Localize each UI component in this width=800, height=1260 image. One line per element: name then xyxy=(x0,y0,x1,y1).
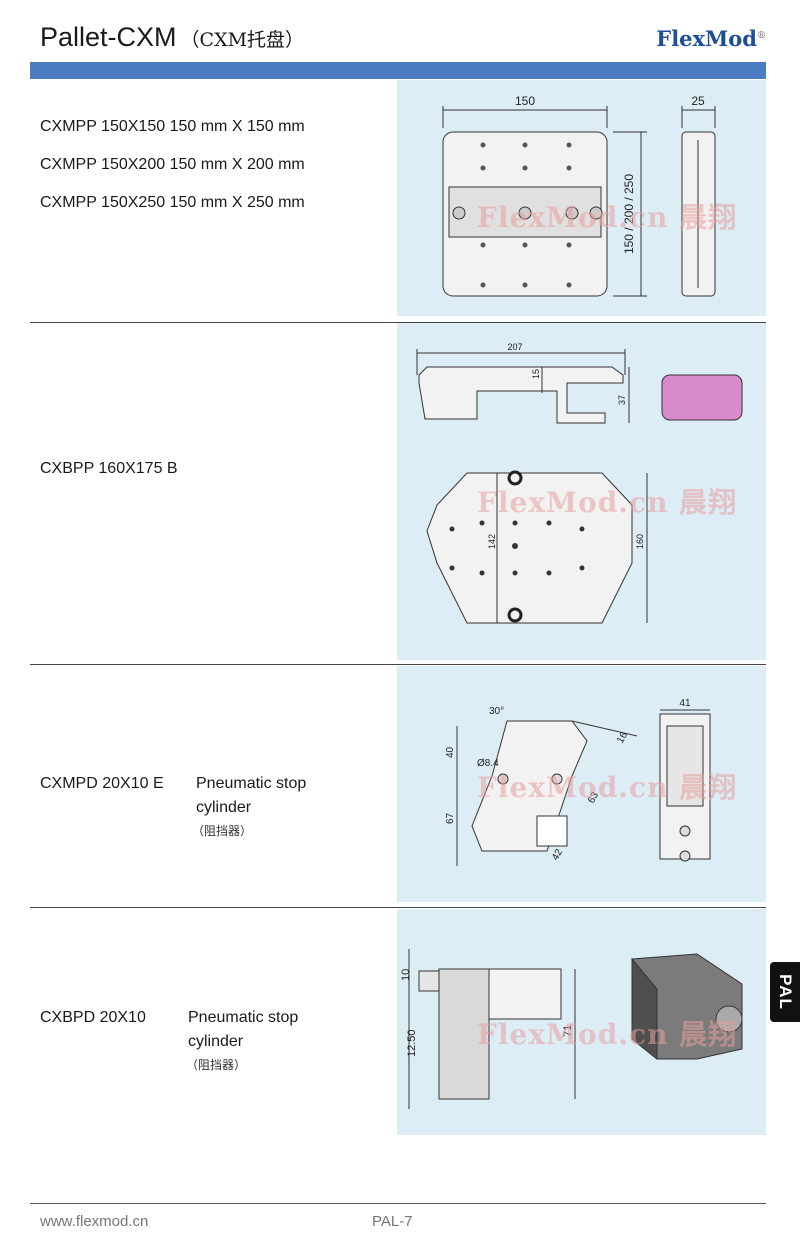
size-label: 150 mm X 250 mm xyxy=(169,194,305,211)
dim-angle-label: 30° xyxy=(489,706,504,717)
drawing-panel-cxmpd: 30° 40 Ø8.4 67 16 63 42 41 FlexMod.cn 晨翔 xyxy=(397,666,766,902)
dim-h1-label: 15 xyxy=(531,369,541,379)
dim-dia-label: Ø8.4 xyxy=(477,758,499,769)
model-label: CXMPP 150X250 xyxy=(40,194,166,211)
footer-url: www.flexmod.cn xyxy=(40,1213,149,1230)
model-label: CXBPD 20X10 xyxy=(40,1009,146,1026)
desc-label: Pneumatic stop xyxy=(188,1009,299,1026)
watermark: FlexMod.cn 晨翔 xyxy=(477,1018,738,1051)
dim-d-label: 63 xyxy=(586,790,601,806)
dim-length-label: 207 xyxy=(507,342,522,352)
header-band xyxy=(30,62,766,79)
dim-c-label: 71 xyxy=(562,1025,574,1037)
model-label: CXMPD 20X10 E xyxy=(40,775,164,792)
desc-label: Pneumatic stop xyxy=(196,775,307,792)
logo-mark: ® xyxy=(757,31,766,41)
title-cn: （CXM托盘） xyxy=(180,29,305,51)
drawing-panel-cxmpp: 150 25 150 / 200 / 250 FlexMod.cn 晨翔 xyxy=(397,80,766,316)
title-en: Pallet-CXM xyxy=(40,22,177,52)
cxmpd-drawing: 30° 40 Ø8.4 67 16 63 42 41 xyxy=(445,698,711,866)
size-label: 150 mm X 150 mm xyxy=(169,118,305,135)
desc-cn-label: （阻挡器） xyxy=(192,824,253,838)
item-cxmpp-150x200: CXMPP 150X200 150 mm X 200 mm xyxy=(40,156,305,174)
logo-text: FlexMod xyxy=(656,26,757,51)
watermark: FlexMod.cn 晨翔 xyxy=(477,201,738,234)
dim-a-label: 10 xyxy=(400,969,412,981)
cxmpp-drawing: 150 25 150 / 200 / 250 xyxy=(442,94,716,297)
section-divider xyxy=(30,907,766,908)
dim-height-label: 150 / 200 / 250 xyxy=(622,174,636,254)
dim-h2-label: 37 xyxy=(617,395,627,405)
dim-w-label: 41 xyxy=(679,698,691,709)
cxbpp-drawing: 207 15 37 142 160 xyxy=(416,342,743,624)
item-cxbpd-20x10: CXBPD 20X10 xyxy=(40,1009,146,1027)
item-cxmpp-150x250: CXMPP 150X250 150 mm X 250 mm xyxy=(40,194,305,212)
watermark: FlexMod.cn 晨翔 xyxy=(477,486,738,519)
dim-b-label: 12.50 xyxy=(406,1029,418,1057)
model-label: CXMPP 150X150 xyxy=(40,118,166,135)
desc-cn-label: （阻挡器） xyxy=(186,1058,247,1072)
item-cxmpp-150x150: CXMPP 150X150 150 mm X 150 mm xyxy=(40,118,305,136)
desc-label-2: cylinder xyxy=(188,1033,244,1050)
desc-label-2: cylinder xyxy=(196,799,252,816)
dim-a-label: 40 xyxy=(445,746,456,758)
item-cxmpd-20x10e: CXMPD 20X10 E xyxy=(40,775,164,793)
drawing-panel-cxbpd: 10 12.50 71 FlexMod.cn 晨翔 xyxy=(397,909,766,1135)
pal-section-tab: PAL xyxy=(770,962,800,1022)
flexmod-logo: FlexMod® xyxy=(656,26,766,51)
dim-inner-label: 142 xyxy=(487,534,497,549)
drawing-panel-cxbpp: 207 15 37 142 160 FlexMod.cn 晨翔 xyxy=(397,323,766,660)
dim-e-label: 42 xyxy=(550,847,565,863)
dim-width-label: 150 xyxy=(515,94,535,108)
footer-divider xyxy=(30,1203,766,1204)
watermark: FlexMod.cn 晨翔 xyxy=(477,771,738,804)
dim-side-label: 25 xyxy=(691,94,705,108)
section-divider xyxy=(30,664,766,665)
dim-c-label: 16 xyxy=(615,730,630,746)
tab-label: PAL xyxy=(776,974,795,1010)
size-label: 150 mm X 200 mm xyxy=(169,156,305,173)
page-title: Pallet-CXM（CXM托盘） xyxy=(40,22,304,53)
item-cxbpp-160x175b: CXBPP 160X175 B xyxy=(40,460,178,477)
cxbpd-drawing: 10 12.50 71 xyxy=(400,949,743,1109)
page-header: Pallet-CXM（CXM托盘） FlexMod® xyxy=(0,0,800,62)
dim-outer-label: 160 xyxy=(635,534,645,549)
model-label: CXMPP 150X200 xyxy=(40,156,166,173)
page-number: PAL-7 xyxy=(372,1213,413,1230)
section-divider xyxy=(30,322,766,323)
dim-b-label: 67 xyxy=(445,812,456,824)
